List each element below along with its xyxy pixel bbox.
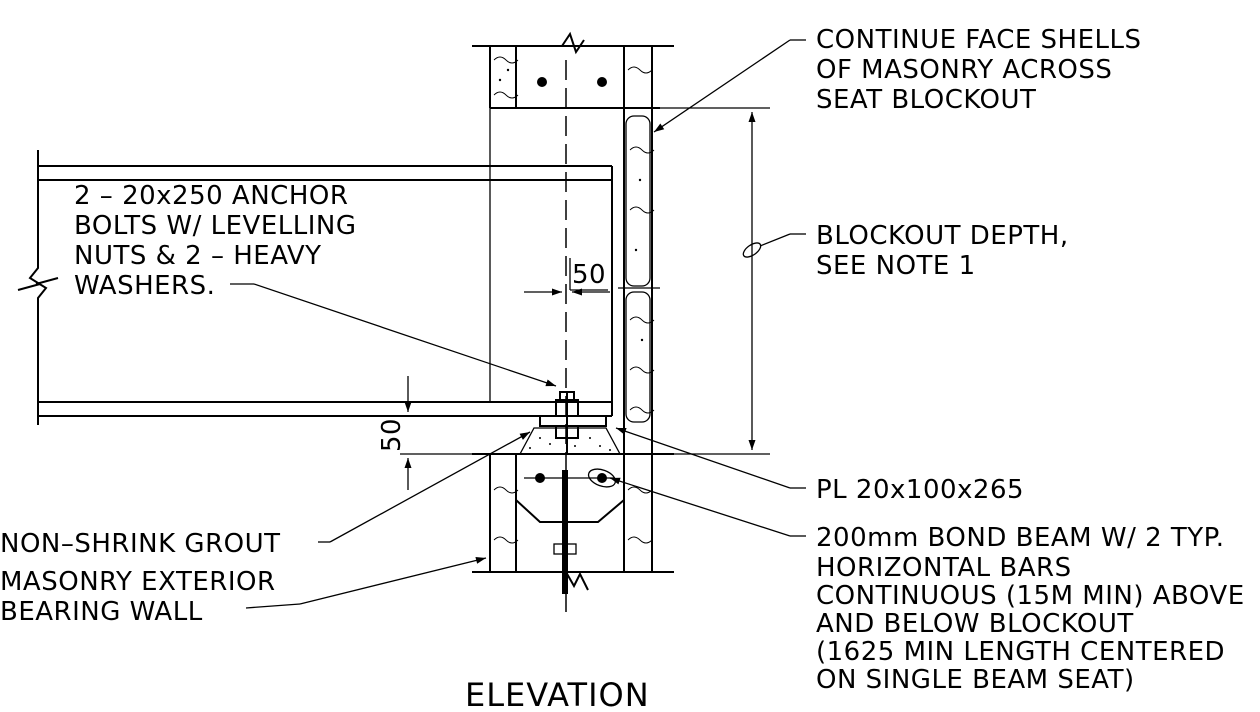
note-bond-beam-line-4: AND BELOW BLOCKOUT xyxy=(816,609,1134,639)
blockout-depth-dimension xyxy=(660,107,770,455)
note-face-shells-line-2: OF MASONRY ACROSS xyxy=(816,55,1112,85)
note-anchor-bolts-line-2: BOLTS W/ LEVELLING xyxy=(74,211,357,241)
drawing-title: ELEVATION xyxy=(465,676,650,712)
note-bond-beam-line-2: HORIZONTAL BARS xyxy=(816,553,1072,583)
masonry-wall-upper xyxy=(472,31,674,454)
bolt-edge-dimension-text: 50 xyxy=(572,260,606,290)
note-bond-beam-line-5: (1625 MIN LENGTH CENTERED xyxy=(816,637,1225,667)
note-plate-text: PL 20x100x265 xyxy=(816,475,1024,505)
note-blockout-depth-line-1: BLOCKOUT DEPTH, xyxy=(816,221,1069,251)
note-grout: NON–SHRINK GROUT xyxy=(0,529,281,559)
grout-depth-dimension-text: 50 xyxy=(377,418,407,452)
note-anchor-bolts: 2 – 20x250 ANCHOR BOLTS W/ LEVELLING NUT… xyxy=(74,181,357,301)
grout-depth-dimension: 50 xyxy=(377,376,520,490)
note-wall-line-1: MASONRY EXTERIOR xyxy=(0,567,276,597)
note-anchor-bolts-line-4: WASHERS. xyxy=(74,271,215,301)
note-blockout-depth-line-2: SEE NOTE 1 xyxy=(816,251,976,281)
masonry-wall-lower xyxy=(472,453,674,594)
note-wall-line-2: BEARING WALL xyxy=(0,597,203,627)
note-anchor-bolts-line-1: 2 – 20x250 ANCHOR xyxy=(74,181,348,211)
note-plate: PL 20x100x265 xyxy=(816,475,1024,505)
note-bond-beam-line-3: CONTINUOUS (15M MIN) ABOVE xyxy=(816,581,1245,611)
bolt-edge-dimension: 50 xyxy=(524,258,610,296)
note-face-shells: CONTINUE FACE SHELLS OF MASONRY ACROSS S… xyxy=(816,25,1142,115)
note-anchor-bolts-line-3: NUTS & 2 – HEAVY xyxy=(74,241,322,271)
note-wall: MASONRY EXTERIOR BEARING WALL xyxy=(0,567,276,627)
note-bond-beam: 200mm BOND BEAM W/ 2 TYP. HORIZONTAL BAR… xyxy=(816,523,1245,695)
note-face-shells-line-3: SEAT BLOCKOUT xyxy=(816,85,1036,115)
note-face-shells-line-1: CONTINUE FACE SHELLS xyxy=(816,25,1142,55)
note-bond-beam-line-1: 200mm BOND BEAM W/ 2 TYP. xyxy=(816,523,1225,553)
note-grout-text: NON–SHRINK GROUT xyxy=(0,529,281,559)
leaders xyxy=(230,39,806,609)
note-blockout-depth: BLOCKOUT DEPTH, SEE NOTE 1 xyxy=(816,221,1069,281)
note-bond-beam-line-6: ON SINGLE BEAM SEAT) xyxy=(816,665,1135,695)
